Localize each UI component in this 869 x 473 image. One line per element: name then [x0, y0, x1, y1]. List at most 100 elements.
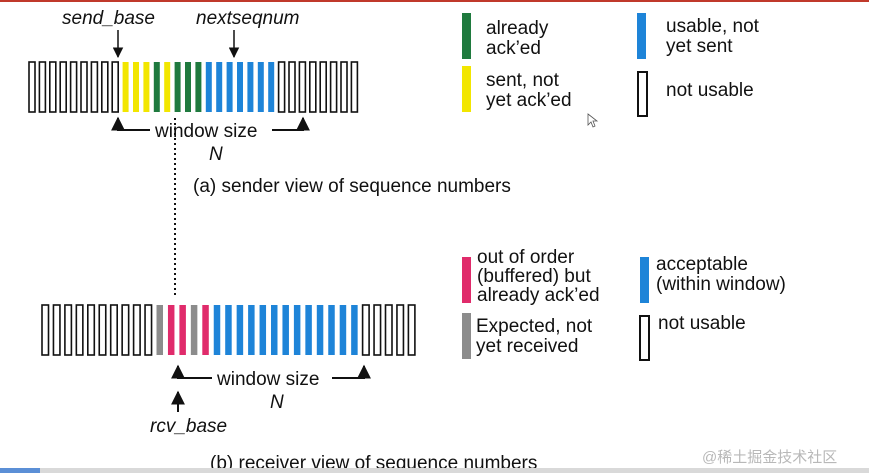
- sender-window-bracket-left: [111, 116, 150, 131]
- receiver-slot-expected: [190, 305, 198, 355]
- sender-slot-usable: [268, 62, 275, 112]
- sender-slot-empty: [319, 61, 328, 113]
- legend-acked-swatch: [462, 13, 471, 59]
- receiver-slot-empty: [64, 304, 73, 356]
- sender-sequence-slots: [28, 61, 359, 113]
- receiver-slot-out-of-order: [202, 305, 209, 355]
- sender-slot-acked: [174, 62, 181, 112]
- sender-slot-empty: [288, 61, 296, 113]
- watermark-text: @稀土掘金技术社区: [702, 449, 837, 466]
- sender-slot-empty: [101, 61, 109, 113]
- legend-sent-text-1: sent, not: [486, 70, 560, 91]
- receiver-slot-acceptable: [259, 305, 267, 355]
- legend-acceptable-swatch: [640, 257, 649, 303]
- receiver-slot-acceptable: [316, 305, 324, 355]
- sender-slot-sent: [164, 62, 171, 112]
- receiver-slot-empty: [396, 304, 405, 356]
- receiver-sequence-slots: [41, 304, 416, 356]
- receiver-slot-empty: [373, 304, 382, 356]
- legend-out-of-order-swatch: [462, 257, 471, 303]
- sender-slot-empty: [298, 61, 307, 113]
- receiver-window-bracket-left: [171, 364, 212, 379]
- sender-slot-usable: [247, 62, 254, 112]
- receiver-slot-acceptable: [328, 305, 335, 355]
- legend-rcv-not-usable-swatch: [639, 315, 650, 361]
- sender-window-size-label: window size: [154, 121, 257, 142]
- sender-slot-usable: [226, 62, 233, 112]
- sender-slot-empty: [28, 61, 36, 113]
- receiver-slot-acceptable: [271, 305, 278, 355]
- rcv-base-label: rcv_base: [150, 416, 227, 437]
- sender-slot-acked: [195, 62, 202, 112]
- sender-slot-empty: [90, 61, 99, 113]
- sender-slot-empty: [80, 61, 88, 113]
- sender-view: send_base nextseqnum window size N (a) s…: [28, 8, 760, 197]
- receiver-slot-out-of-order: [167, 305, 175, 355]
- sender-slot-sent: [133, 62, 139, 112]
- receiver-slot-acceptable: [351, 305, 358, 355]
- sender-slot-sent: [122, 62, 129, 112]
- mouse-cursor-icon: [587, 113, 599, 128]
- receiver-slot-empty: [407, 304, 416, 356]
- sender-slot-empty: [38, 61, 47, 113]
- legend-acked-text-2: ack’ed: [486, 38, 541, 59]
- sender-slot-sent: [143, 62, 150, 112]
- legend-usable-text-2: yet sent: [666, 36, 733, 57]
- sender-caption: (a) sender view of sequence numbers: [193, 176, 511, 197]
- sender-slot-empty: [69, 61, 78, 113]
- receiver-slot-empty: [75, 304, 84, 356]
- receiver-slot-empty: [52, 304, 61, 356]
- receiver-slot-acceptable: [213, 305, 221, 355]
- sender-legend: already ack’ed usable, not yet sent sent…: [462, 13, 760, 117]
- nextseqnum-label: nextseqnum: [196, 8, 300, 29]
- send-base-label: send_base: [62, 8, 155, 29]
- receiver-window-bracket-right: [332, 364, 371, 379]
- bottom-bar-track: [0, 468, 869, 473]
- legend-sent-swatch: [462, 66, 471, 112]
- sender-slot-empty: [59, 61, 68, 113]
- receiver-slot-acceptable: [225, 305, 232, 355]
- bottom-bar-fill: [0, 468, 40, 473]
- sender-slot-acked: [153, 62, 160, 112]
- receiver-slot-empty: [361, 304, 370, 356]
- receiver-view: window size N rcv_base (b) receiver view…: [41, 247, 786, 473]
- sender-slot-empty: [340, 61, 348, 113]
- legend-out-of-order-text-3: already ack’ed: [477, 285, 600, 306]
- receiver-slot-out-of-order: [179, 305, 186, 355]
- legend-out-of-order-text-1: out of order: [477, 247, 575, 268]
- sender-slot-empty: [111, 61, 119, 113]
- sender-slot-empty: [329, 61, 338, 113]
- receiver-slot-empty: [132, 304, 141, 356]
- legend-rcv-not-usable-text: not usable: [658, 313, 746, 334]
- legend-expected-text-1: Expected, not: [476, 316, 593, 337]
- receiver-slot-acceptable: [293, 305, 301, 355]
- receiver-legend: out of order (buffered) but already ack’…: [462, 247, 786, 361]
- receiver-slot-empty: [144, 304, 153, 356]
- legend-sent-text-2: yet ack’ed: [486, 90, 572, 111]
- receiver-window-size-label: window size: [216, 369, 319, 390]
- receiver-slot-empty: [87, 304, 96, 356]
- receiver-slot-empty: [41, 304, 50, 356]
- sender-n-label: N: [209, 144, 223, 165]
- receiver-slot-acceptable: [305, 305, 312, 355]
- receiver-slot-acceptable: [248, 305, 255, 355]
- receiver-slot-acceptable: [236, 305, 244, 355]
- legend-not-usable-swatch: [637, 71, 648, 117]
- legend-out-of-order-text-2: (buffered) but: [477, 266, 591, 287]
- sender-slot-usable: [205, 62, 212, 112]
- legend-expected-text-2: yet received: [476, 336, 578, 357]
- sender-slot-usable: [237, 62, 243, 112]
- sender-slot-acked: [185, 62, 191, 112]
- sender-slot-empty: [48, 61, 57, 113]
- legend-acceptable-text-2: (within window): [656, 274, 786, 295]
- sender-window-bracket-right: [272, 116, 310, 131]
- sender-slot-usable: [216, 62, 223, 112]
- legend-acceptable-text-1: acceptable: [656, 254, 748, 275]
- sender-slot-empty: [308, 61, 317, 113]
- receiver-slot-empty: [121, 304, 130, 356]
- legend-usable-swatch: [637, 13, 646, 59]
- receiver-slot-acceptable: [282, 305, 289, 355]
- legend-expected-swatch: [462, 313, 471, 359]
- sender-slot-empty: [350, 61, 359, 113]
